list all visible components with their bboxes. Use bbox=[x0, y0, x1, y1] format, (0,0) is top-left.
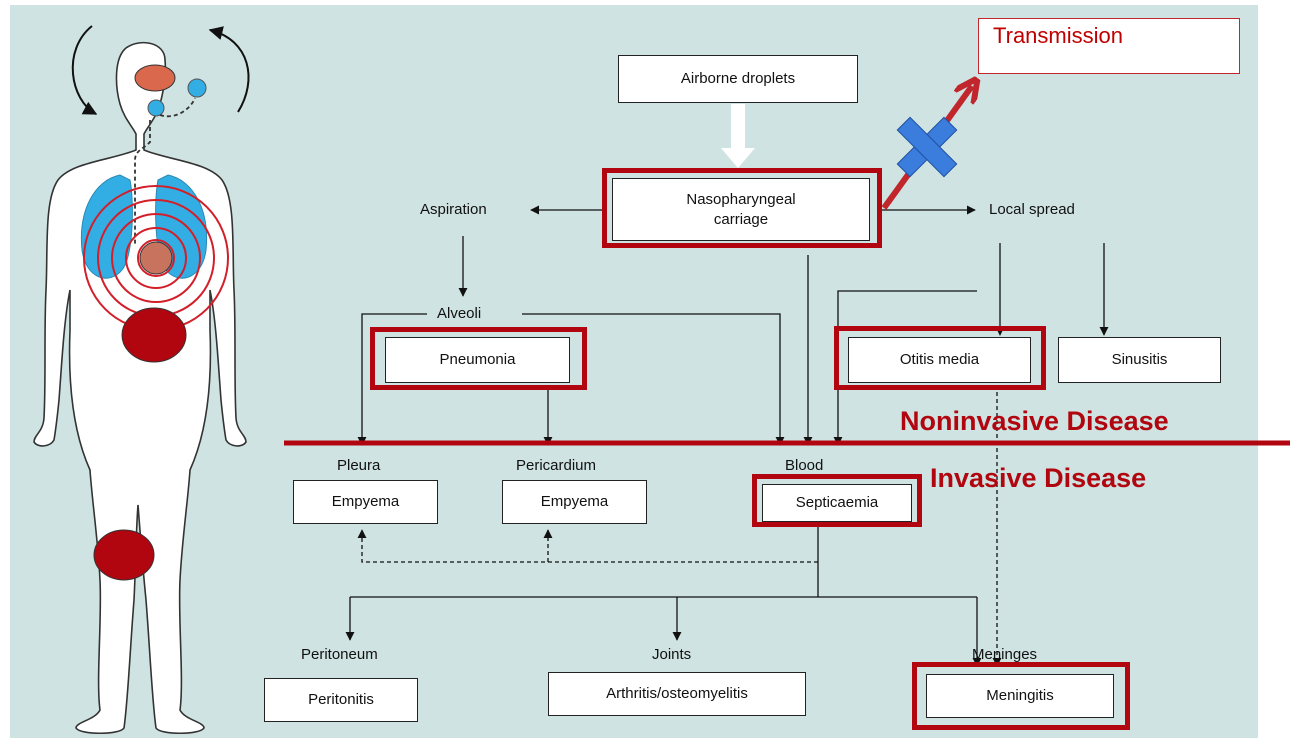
alveoli-right-branch bbox=[522, 313, 785, 446]
meninges-label: Meninges bbox=[972, 646, 1038, 663]
septicaemia-highlight bbox=[752, 474, 922, 527]
nasopharyngeal-label: Nasopharyngeal carriage bbox=[686, 191, 796, 228]
pleura-label: Pleura bbox=[337, 457, 381, 474]
otitis-media-box: Otitis media bbox=[848, 337, 1031, 383]
transmission-label: Transmission bbox=[993, 23, 1123, 48]
noninvasive-disease-label: Noninvasive Disease bbox=[900, 406, 1169, 436]
peritoneum-label: Peritoneum bbox=[301, 646, 378, 663]
septicaemia-label: Septicaemia bbox=[795, 494, 879, 512]
pneumonia-highlight bbox=[370, 327, 587, 390]
sinusitis-label: Sinusitis bbox=[1111, 351, 1168, 369]
alveoli-left-branch bbox=[357, 313, 427, 446]
peritonitis-label: Peritonitis bbox=[308, 691, 374, 709]
alveoli-label: Alveoli bbox=[437, 305, 482, 322]
meningitis-box: Meningitis bbox=[926, 674, 1114, 718]
sinusitis-box: Sinusitis bbox=[1058, 337, 1221, 383]
invasive-disease-label: Invasive Disease bbox=[930, 463, 1147, 493]
blocked-cross-icon bbox=[896, 116, 958, 178]
meningitis-label: Meningitis bbox=[986, 687, 1054, 705]
peritonitis-box: Peritonitis bbox=[264, 678, 418, 722]
dashed-path-head-right bbox=[159, 97, 196, 118]
transmission-box: Transmission bbox=[978, 18, 1240, 74]
aspiration-label: Aspiration bbox=[420, 201, 487, 218]
pneumonia-box: Pneumonia bbox=[385, 337, 570, 383]
empyema-pleura-box: Empyema bbox=[293, 480, 438, 524]
diagram-background bbox=[10, 5, 1258, 738]
curved-arrow-right bbox=[208, 26, 250, 113]
empyema-pericardium-label: Empyema bbox=[540, 493, 609, 511]
airborne-droplets-box: Airborne droplets bbox=[618, 55, 858, 103]
knee-icon bbox=[93, 529, 155, 581]
dashed-path-head bbox=[134, 120, 151, 245]
nasopharyngeal-highlight bbox=[602, 168, 882, 248]
local-to-blood bbox=[833, 290, 977, 446]
septicaemia-box: Septicaemia bbox=[762, 484, 912, 522]
airborne-droplets-label: Airborne droplets bbox=[680, 70, 796, 88]
blood-label: Blood bbox=[785, 457, 824, 474]
nasopharyngeal-box: Nasopharyngeal carriage bbox=[612, 178, 870, 241]
local-spread-label: Local spread bbox=[989, 201, 1075, 218]
pericardium-label: Pericardium bbox=[516, 457, 597, 474]
heart-icon bbox=[139, 241, 173, 275]
otitis-media-label: Otitis media bbox=[899, 351, 980, 369]
abdomen-icon bbox=[121, 307, 187, 363]
empyema-pericardium-box: Empyema bbox=[502, 480, 647, 524]
arthritis-label: Arthritis/osteomyelitis bbox=[606, 685, 748, 703]
pneumonia-label: Pneumonia bbox=[439, 351, 516, 369]
white-arrow bbox=[721, 104, 755, 168]
otitis-media-highlight bbox=[834, 326, 1046, 390]
dashed-return bbox=[357, 529, 818, 563]
meningitis-highlight bbox=[912, 662, 1130, 730]
arthritis-box: Arthritis/osteomyelitis bbox=[548, 672, 806, 716]
sinus-icon bbox=[147, 99, 165, 117]
ear-icon bbox=[187, 78, 207, 98]
brain-icon bbox=[134, 64, 176, 92]
joints-label: Joints bbox=[652, 646, 692, 663]
curved-arrow-left bbox=[71, 25, 98, 115]
empyema-pleura-label: Empyema bbox=[331, 493, 400, 511]
body-outline bbox=[33, 41, 247, 735]
